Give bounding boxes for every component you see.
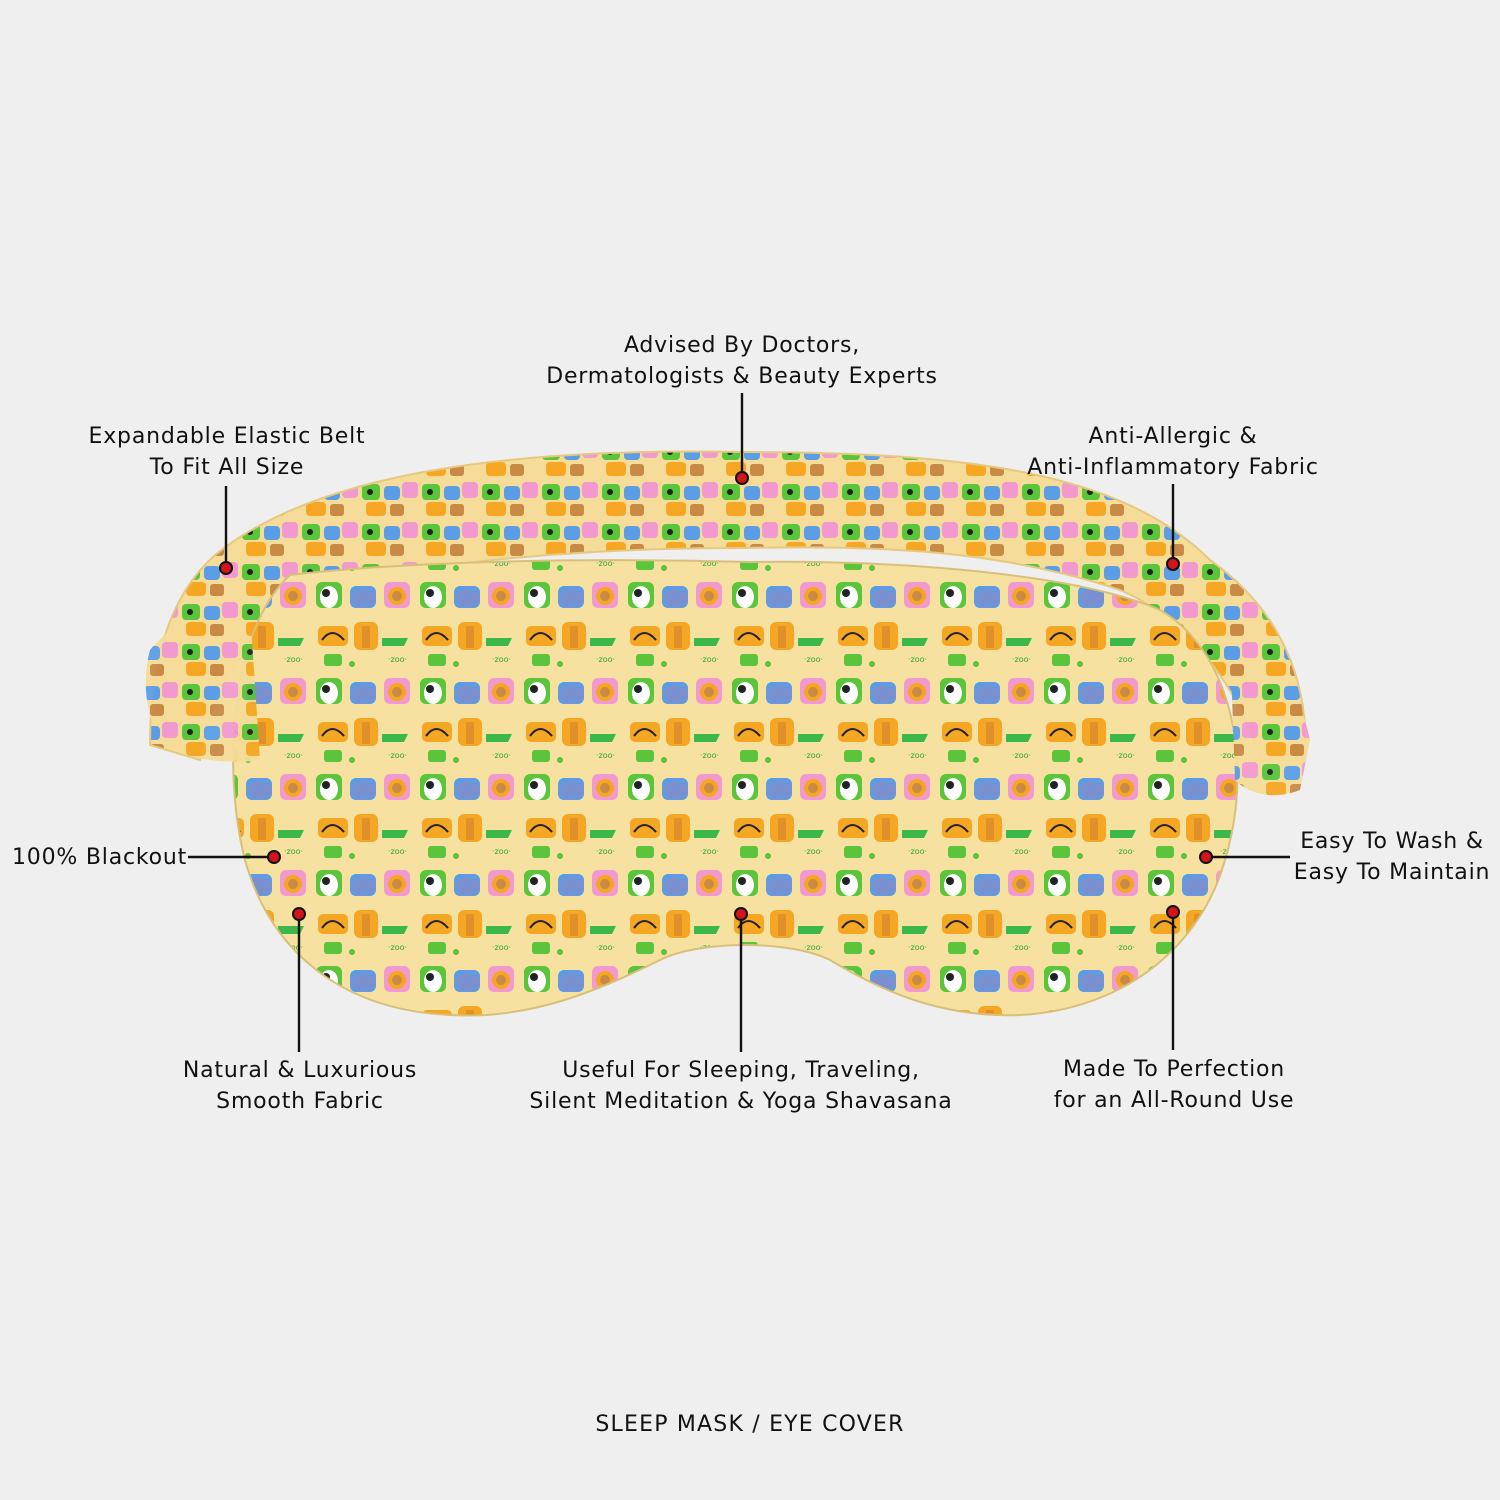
callout-natural-line1: Natural & Luxurious xyxy=(182,1058,418,1083)
callout-elastic: Expandable Elastic Belt To Fit All Size xyxy=(89,421,366,483)
callout-dot-natural xyxy=(292,907,306,921)
callout-wash: Easy To Wash & Easy To Maintain xyxy=(1294,826,1491,888)
callout-blackout-line1: 100% Blackout xyxy=(12,845,188,870)
callout-advised: Advised By Doctors, Dermatologists & Bea… xyxy=(546,330,938,392)
callout-allergic-line2: Anti-Inflammatory Fabric xyxy=(1027,455,1319,480)
callout-useful-line1: Useful For Sleeping, Traveling, xyxy=(562,1058,920,1083)
callout-useful: Useful For Sleeping, Traveling, Silent M… xyxy=(529,1055,952,1117)
product-title: SLEEP MASK / EYE COVER xyxy=(595,1412,905,1437)
callout-dot-allergic xyxy=(1166,557,1180,571)
strap-gather-right xyxy=(1230,640,1310,796)
callout-dot-made xyxy=(1166,905,1180,919)
callout-allergic: Anti-Allergic & Anti-Inflammatory Fabric xyxy=(1027,421,1318,483)
callout-allergic-line1: Anti-Allergic & xyxy=(1088,424,1258,449)
callout-elastic-line1: Expandable Elastic Belt xyxy=(88,424,366,449)
mask-body xyxy=(232,559,1239,1017)
callout-made-line2: for an All-Round Use xyxy=(1053,1088,1295,1113)
callout-dot-advised xyxy=(735,471,749,485)
callout-wash-line2: Easy To Maintain xyxy=(1293,860,1491,885)
callout-dot-elastic xyxy=(219,561,233,575)
strap-gather-left xyxy=(145,607,260,762)
callout-dot-useful xyxy=(734,907,748,921)
callout-dot-wash xyxy=(1199,850,1213,864)
callout-natural: Natural & Luxurious Smooth Fabric xyxy=(183,1055,417,1117)
callout-made-line1: Made To Perfection xyxy=(1062,1057,1286,1082)
callout-dot-blackout xyxy=(267,850,281,864)
callout-made: Made To Perfection for an All-Round Use xyxy=(1054,1054,1295,1116)
callout-lines xyxy=(188,393,1290,1052)
callout-advised-line1: Advised By Doctors, xyxy=(623,333,861,358)
callout-elastic-line2: To Fit All Size xyxy=(149,455,305,480)
callout-wash-line1: Easy To Wash & xyxy=(1300,829,1484,854)
callout-useful-line2: Silent Meditation & Yoga Shavasana xyxy=(529,1089,953,1114)
callout-advised-line2: Dermatologists & Beauty Experts xyxy=(546,364,938,389)
callout-natural-line2: Smooth Fabric xyxy=(216,1089,384,1114)
callout-dots xyxy=(219,471,1213,921)
callout-blackout: 100% Blackout xyxy=(12,842,187,873)
